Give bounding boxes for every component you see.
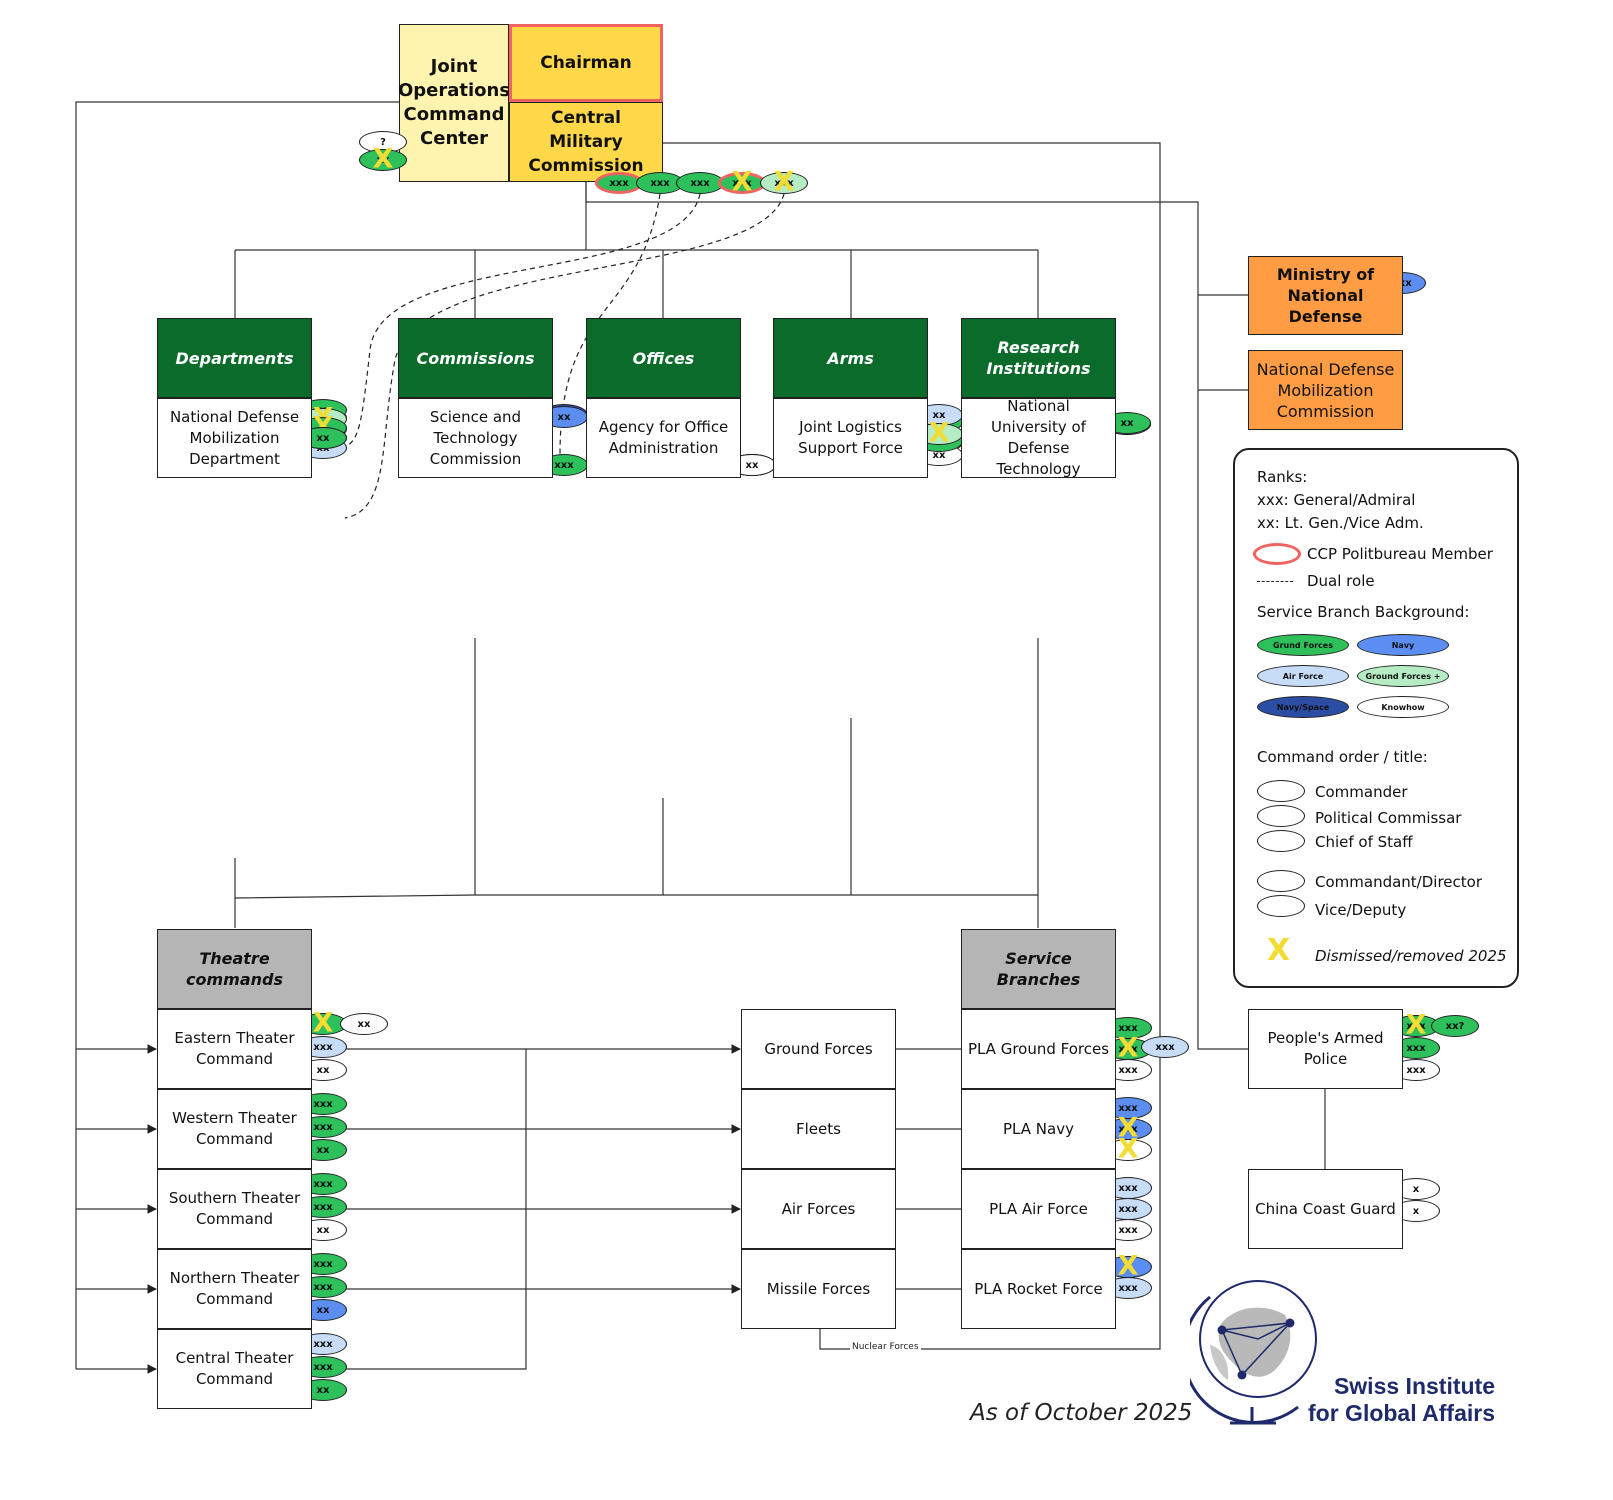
national-defense-mobilization-commission-box: National Defense Mobilization Commission	[1248, 350, 1403, 430]
legend-vice: Vice/Deputy	[1315, 901, 1407, 919]
force-group: Missile Forces	[741, 1249, 896, 1329]
x-dismissed-icon: X	[928, 417, 950, 449]
legend-commandant: Commandant/Director	[1315, 873, 1482, 891]
theatre-command: Northern Theater Command	[157, 1249, 312, 1329]
x-dismissed-icon: X	[1117, 1032, 1139, 1064]
column-header: Offices	[586, 318, 741, 398]
x-dismissed-icon: X	[312, 1007, 334, 1039]
column-header: Departments	[157, 318, 312, 398]
legend-ranks-title: Ranks:	[1257, 468, 1308, 486]
ministry-of-national-defense-box: Ministry of National Defense	[1248, 256, 1403, 335]
legend-dismissed: Dismissed/removed 2025	[1315, 947, 1507, 965]
org-unit: Joint Logistics Support Force	[773, 398, 928, 478]
peoples-armed-police-box: People's Armed Police	[1248, 1009, 1403, 1089]
legend-commissar-oval	[1257, 805, 1305, 827]
dismissed-rank-badge: X	[1104, 1250, 1152, 1282]
x-dismissed-icon: X	[372, 143, 394, 175]
legend-commander: Commander	[1315, 783, 1408, 801]
legend-swatch: Ground Forces +	[1357, 665, 1449, 687]
x-dismissed-icon: X	[1117, 1250, 1139, 1282]
service-branch: PLA Rocket Force	[961, 1249, 1116, 1329]
legend-swatch: Grund Forces	[1257, 634, 1349, 656]
legend-politburo-swatch	[1253, 543, 1301, 565]
legend-swatch: Air Force	[1257, 665, 1349, 687]
org-unit: National University of Defense Technolog…	[961, 397, 1116, 478]
x-dismissed-icon: X	[1267, 933, 1291, 968]
rank-badge: xx?	[1431, 1015, 1479, 1037]
legend-rank-xxx: xxx: General/Admiral	[1257, 491, 1416, 509]
theatre-commands-header: Theatre commands	[157, 929, 312, 1009]
force-group: Air Forces	[741, 1169, 896, 1249]
legend-swatch: Knowhow	[1357, 696, 1449, 718]
rank-badge: xxx	[1104, 1219, 1152, 1241]
legend-rank-xx: xx: Lt. Gen./Vice Adm.	[1257, 514, 1424, 532]
legend-swatch: Navy/Space	[1257, 696, 1349, 718]
force-group: Fleets	[741, 1089, 896, 1169]
legend-dual-role: Dual role	[1307, 572, 1375, 590]
legend-dual-role-line	[1257, 581, 1293, 582]
service-branches-header: Service Branches	[961, 929, 1116, 1009]
theatre-command: Central Theater Command	[157, 1329, 312, 1409]
force-group: Ground Forces	[741, 1009, 896, 1089]
china-coast-guard-box: China Coast Guard	[1248, 1169, 1403, 1249]
joint-operations-command-center: Joint Operations Command Center	[398, 24, 510, 182]
legend-chief-oval	[1257, 830, 1305, 852]
legend-swatch: Navy	[1357, 634, 1449, 656]
x-dismissed-icon: X	[731, 166, 753, 198]
column-header: Arms	[773, 318, 928, 398]
chairman-box: Chairman	[509, 24, 663, 102]
legend-politburo: CCP Politbureau Member	[1307, 545, 1493, 563]
org-unit: National Defense Mobilization Department	[157, 398, 312, 478]
legend-commandant-oval	[1257, 870, 1305, 892]
x-dismissed-icon: X	[1117, 1133, 1139, 1165]
rank-badge: xxx	[1141, 1036, 1189, 1058]
rank-badge: xxx	[1392, 1059, 1440, 1081]
central-military-commission-box: Central Military Commission	[509, 102, 663, 182]
nuclear-forces-label: Nuclear Forces	[850, 1342, 921, 1352]
globe-logo-icon	[1190, 1280, 1317, 1425]
column-header: Commissions	[398, 318, 553, 398]
as-of-date: As of October 2025	[970, 1400, 1193, 1426]
x-dismissed-icon: X	[1405, 1009, 1427, 1041]
legend-commander-oval	[1257, 780, 1305, 802]
column-header: Research Institutions	[961, 318, 1116, 398]
legend: Ranks: xxx: General/Admiral xx: Lt. Gen.…	[1233, 448, 1519, 988]
org-unit: Agency for Office Administration	[586, 398, 741, 478]
organization-name: Swiss Institute for Global Affairs	[1308, 1373, 1495, 1426]
legend-vice-oval	[1257, 895, 1305, 917]
theatre-command: Eastern Theater Command	[157, 1009, 312, 1089]
rank-badge: xxx	[676, 172, 724, 194]
org-unit: Science and Technology Commission	[398, 398, 553, 478]
legend-commissar: Political Commissar	[1315, 809, 1462, 827]
service-branch: PLA Navy	[961, 1089, 1116, 1169]
x-dismissed-icon: X	[773, 166, 795, 198]
theatre-command: Southern Theater Command	[157, 1169, 312, 1249]
rank-badge: xx	[340, 1013, 388, 1035]
x-dismissed-icon: X	[1117, 1112, 1139, 1144]
dismissed-rank-badge: X	[1104, 1133, 1152, 1165]
service-branch: PLA Air Force	[961, 1169, 1116, 1249]
theatre-command: Western Theater Command	[157, 1089, 312, 1169]
service-branch: PLA Ground Forces	[961, 1009, 1116, 1089]
legend-service-title: Service Branch Background:	[1257, 603, 1470, 621]
legend-chief: Chief of Staff	[1315, 833, 1413, 851]
legend-command-title: Command order / title:	[1257, 748, 1428, 766]
